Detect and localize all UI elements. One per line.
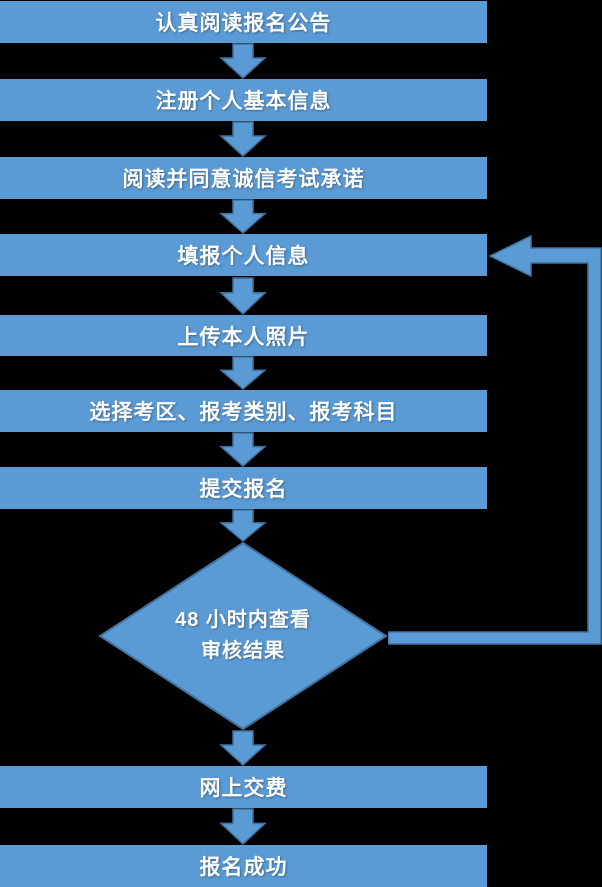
down-arrow-icon xyxy=(219,808,267,845)
down-arrow-icon xyxy=(219,432,267,467)
down-arrow-icon xyxy=(219,43,267,79)
decision-label-line1: 48 小时内查看 xyxy=(175,609,311,631)
down-arrow-icon xyxy=(219,509,267,542)
loop-back-arrow xyxy=(388,234,602,645)
diamond-shape xyxy=(98,542,388,730)
step-node-fill-personal-info: 填报个人信息 xyxy=(0,234,487,276)
step-node-submit-registration: 提交报名 xyxy=(0,467,487,509)
step-label: 填报个人信息 xyxy=(177,245,310,268)
decision-node-review-result: 48 小时内查看 审核结果 xyxy=(98,542,388,730)
down-arrow-icon xyxy=(219,356,267,390)
decision-label-line2: 审核结果 xyxy=(201,640,285,662)
step-node-read-announcement: 认真阅读报名公告 xyxy=(0,1,487,43)
step-label: 认真阅读报名公告 xyxy=(155,12,332,35)
down-arrow-icon xyxy=(219,730,267,766)
step-label: 上传本人照片 xyxy=(177,325,310,349)
step-label: 选择考区、报考类别、报考科目 xyxy=(89,401,398,424)
step-node-register-basic-info: 注册个人基本信息 xyxy=(0,79,487,121)
step-label: 网上交费 xyxy=(199,777,288,800)
down-arrow-icon xyxy=(219,277,267,315)
step-node-select-exam-options: 选择考区、报考类别、报考科目 xyxy=(0,390,487,432)
step-label: 阅读并同意诚信考试承诺 xyxy=(122,168,365,191)
step-node-upload-photo: 上传本人照片 xyxy=(0,315,487,356)
down-arrow-icon xyxy=(219,199,267,234)
step-node-pay-online: 网上交费 xyxy=(0,766,487,808)
step-node-agree-honesty-pledge: 阅读并同意诚信考试承诺 xyxy=(0,157,487,199)
step-label: 报名成功 xyxy=(199,856,288,879)
step-node-registration-success: 报名成功 xyxy=(0,845,487,887)
decision-label: 48 小时内查看 审核结果 xyxy=(98,542,388,730)
down-arrow-icon xyxy=(219,121,267,157)
step-label: 提交报名 xyxy=(199,478,288,501)
step-label: 注册个人基本信息 xyxy=(155,90,332,113)
